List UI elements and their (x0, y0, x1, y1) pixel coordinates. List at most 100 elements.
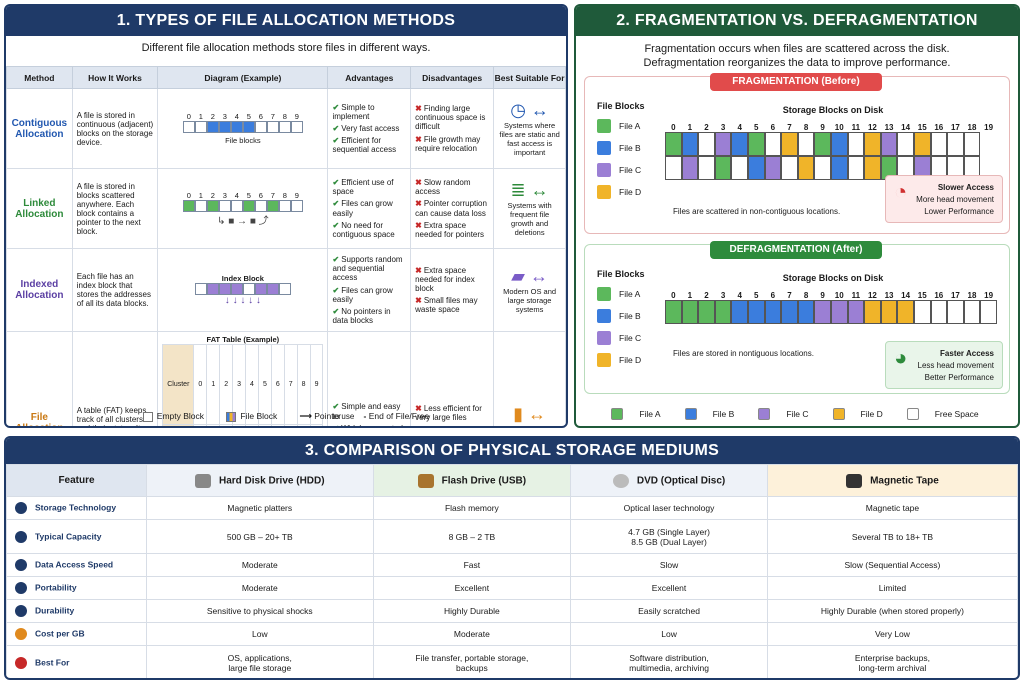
value-cell: Software distribution, multimedia, archi… (570, 645, 768, 678)
disk-number: 11 (851, 123, 861, 132)
how-it-works: A file is stored in continuous (adjacent… (71, 88, 159, 169)
disk-block (814, 132, 831, 156)
feature-cell: Portability (6, 576, 147, 600)
file-label: File C (619, 333, 642, 343)
disk-number: 13 (884, 291, 894, 300)
value-cell: Moderate (146, 553, 374, 577)
legend-item: File C (758, 408, 816, 420)
cross-icon: ✖ (415, 403, 422, 413)
diagram-cell: Index Block↓ ↓ ↓ ↓ ↓ (157, 247, 329, 333)
file-color-icon (597, 353, 611, 367)
disadvantage-item: ✖Extra space needed for index block (415, 266, 489, 294)
block (242, 283, 255, 296)
disk-number: 7 (787, 123, 792, 132)
diagram: Index Block↓ ↓ ↓ ↓ ↓ (162, 274, 323, 306)
value-cell: 500 GB – 20+ TB (146, 519, 374, 554)
advantage-item: ✔Very fast access (332, 124, 406, 133)
block (278, 121, 291, 133)
value-cell: Excellent (570, 576, 768, 600)
allocation-table: Method How It Works Diagram (Example) Ad… (6, 66, 566, 426)
block (290, 121, 303, 133)
method-name: Linked Allocation (6, 168, 73, 249)
value-cell: 8 GB – 2 TB (372, 519, 572, 554)
speedometer-icon (15, 559, 27, 571)
value-cell: Very Low (766, 622, 1018, 646)
block (266, 199, 279, 212)
fat-cell: - (193, 424, 208, 426)
slower-perf-box: ◔ Slower Access More head movement Lower… (885, 175, 1003, 223)
disk-number: 11 (851, 291, 861, 300)
legend-label: Empty Block (156, 411, 205, 421)
advantage-text: Widely supported (341, 424, 403, 426)
disk-block (847, 132, 865, 156)
feature-cell: Storage Technology (6, 496, 147, 520)
block-number: 0 (186, 190, 191, 200)
how-it-works: A file is stored in blocks scattered any… (71, 168, 159, 249)
shield-icon (15, 605, 27, 617)
best-suitable: ▮ ↔USB drives, SD cards and removable de… (493, 331, 566, 426)
legend-color-icon (684, 408, 697, 420)
fat-label: Cluster (162, 344, 195, 426)
check-icon: ✔ (332, 402, 340, 412)
disk-number: 3 (720, 123, 726, 132)
advantage-item: ✔Files can grow easily (332, 286, 406, 304)
disadvantage-item: ✖Small files may waste space (415, 296, 489, 314)
block (230, 283, 243, 296)
file-label: File D (619, 187, 642, 197)
fat-cell: 5 (219, 424, 234, 426)
target-icon (15, 656, 27, 669)
legend-color-icon (832, 408, 845, 420)
file-color-icon (597, 309, 611, 323)
diagram-label: FAT Table (Example) (206, 335, 280, 345)
legend-color-icon (758, 408, 771, 420)
cross-icon: ✖ (415, 199, 422, 209)
cross-icon: ✖ (415, 220, 422, 230)
disk-number: 4 (737, 123, 742, 132)
legend-label: File D (860, 409, 883, 419)
block (182, 199, 195, 212)
value-cell: Excellent (372, 576, 572, 600)
check-icon: ✔ (332, 102, 340, 112)
value-cell: Low (146, 622, 374, 646)
block (206, 199, 219, 212)
block (218, 199, 231, 212)
fat-cell: - (270, 424, 285, 426)
disk-block (980, 300, 997, 324)
file-color-icon (597, 287, 611, 301)
disk-number: 16 (934, 123, 944, 132)
disk-block (731, 132, 748, 156)
check-icon: ✔ (332, 123, 340, 133)
perf-line: Better Performance (924, 373, 994, 382)
faster-perf-box: ◕ Faster Access Less head movement Bette… (885, 341, 1003, 389)
disadvantage-text: Extra space needed for pointers (415, 220, 485, 239)
file-label: File C (619, 165, 642, 175)
disk-block (681, 156, 699, 180)
disk-block (781, 156, 798, 180)
value-cell: Magnetic tape (766, 496, 1018, 520)
diagram: FAT Table (Example)Cluster0123456789Valu… (162, 335, 324, 426)
value-cell: 4.7 GB (Single Layer) 8.5 GB (Dual Layer… (570, 519, 768, 554)
panel-subtitle: Different file allocation methods store … (141, 42, 431, 54)
disk-number: 5 (754, 123, 759, 132)
value-cell: Moderate (372, 622, 572, 646)
file-label: File B (619, 143, 641, 153)
gauge-icon: ◷ ↔ (510, 100, 549, 120)
check-icon: ✔ (332, 199, 340, 209)
block-number: 2 (210, 190, 215, 200)
legend-label: File B (712, 409, 735, 419)
disk-block (747, 156, 765, 180)
file-item: File C (597, 331, 645, 345)
table-row: File Allocation Table (FAT)A table (FAT)… (6, 331, 566, 426)
block (206, 283, 219, 296)
feature-cell: Durability (6, 599, 147, 623)
advantage-item: ✔Efficient for sequential access (332, 136, 406, 154)
fat-cell: 9 (309, 344, 324, 426)
disk-block (698, 156, 715, 180)
